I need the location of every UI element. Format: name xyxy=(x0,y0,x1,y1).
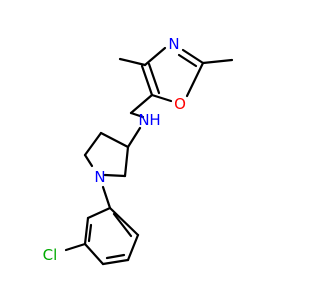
amine-nitrogen-label: N xyxy=(138,111,149,129)
atom-labels: N O N H N Cl xyxy=(43,35,186,264)
bond-c4-c5-double-b xyxy=(147,62,161,95)
bond-c4-methyl xyxy=(118,57,147,67)
bond-ph-inner-a xyxy=(87,223,93,243)
bond-c2-n3-double-a xyxy=(181,48,205,65)
bond-c3-c4p xyxy=(99,131,130,149)
structure-svg: N O N H N Cl xyxy=(43,35,234,266)
bond-n1-phenyl xyxy=(101,185,112,210)
amine-hydrogen-label: H xyxy=(149,111,160,129)
bond-ph-c3-c4 xyxy=(83,242,105,266)
bond-ph-c2-c3 xyxy=(83,216,90,246)
bond-ph-c5-c6 xyxy=(126,233,140,262)
bonds xyxy=(64,46,234,266)
bond-ch2-nh xyxy=(129,111,145,119)
bond-c2p-c3 xyxy=(123,145,130,178)
bond-c5-o1 xyxy=(150,93,173,103)
oxazole-oxygen-label: O xyxy=(174,95,186,113)
bond-ph-c1-c2 xyxy=(86,206,112,220)
pyrrolidine-nitrogen-label: N xyxy=(94,168,105,186)
bond-c4-c5-double-a xyxy=(140,64,154,97)
bond-c5-ch2 xyxy=(129,93,154,115)
bond-n3-c4 xyxy=(143,46,167,67)
bond-n1-c2p xyxy=(103,173,127,178)
bond-c2-methyl xyxy=(201,58,234,65)
chlorine-label: Cl xyxy=(43,246,58,264)
bond-o1-c2 xyxy=(185,61,205,98)
molecule-diagram: N O N H N Cl xyxy=(42,35,234,266)
bond-c4p-c5p xyxy=(83,131,103,157)
oxazole-nitrogen-label: N xyxy=(168,35,179,53)
bond-ph-c4-c5 xyxy=(101,258,130,266)
bond-ph-c6-c1 xyxy=(108,206,140,237)
bond-c2-n3-double-b xyxy=(177,53,198,68)
bond-ph-inner-c xyxy=(112,212,133,238)
bond-c5p-n1 xyxy=(83,153,94,168)
bond-ph-cl xyxy=(64,242,87,252)
bond-ph-inner-b xyxy=(105,253,126,260)
bond-nh-c3 xyxy=(126,126,142,149)
